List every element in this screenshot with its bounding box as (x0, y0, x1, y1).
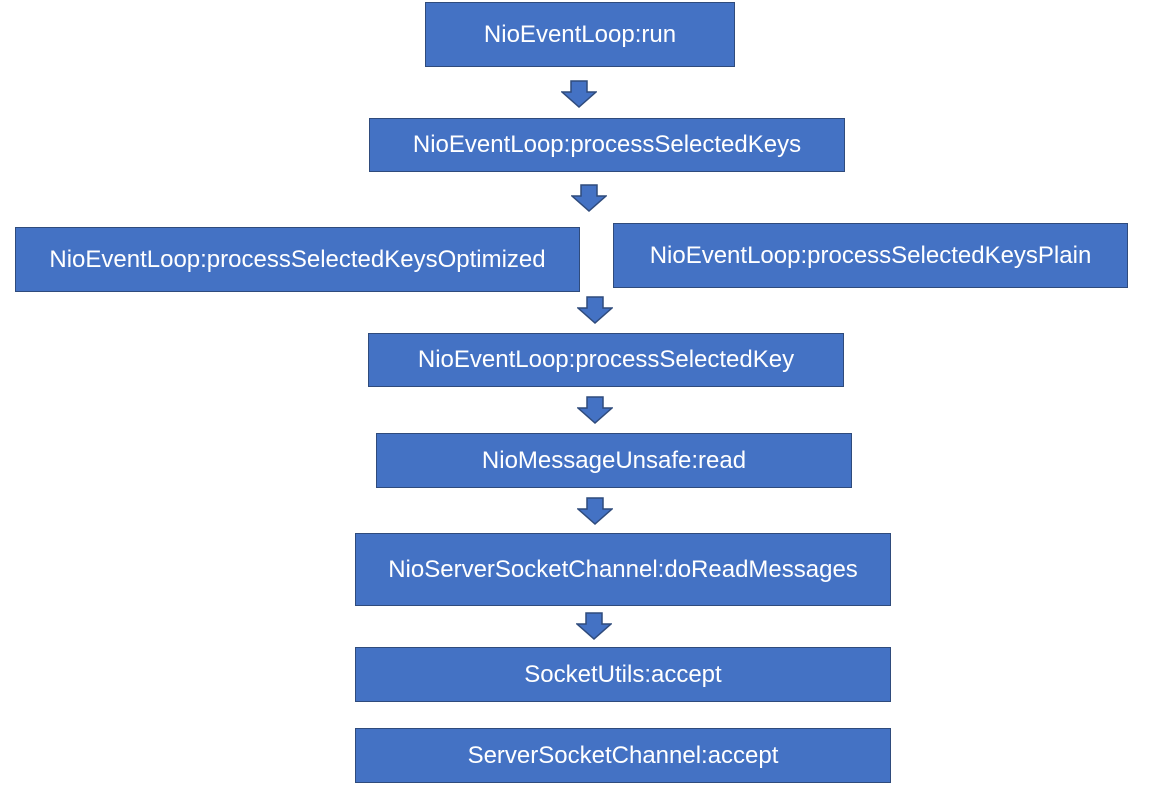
node-label: NioEventLoop:processSelectedKeys (412, 131, 802, 158)
down-arrow-icon (576, 612, 612, 640)
node-process-selected-key: NioEventLoop:processSelectedKey (368, 333, 844, 387)
node-process-selected-keys: NioEventLoop:processSelectedKeys (369, 118, 845, 172)
down-arrow-icon (577, 497, 613, 525)
node-socket-utils-accept: SocketUtils:accept (355, 647, 891, 702)
down-arrow-icon (577, 396, 613, 424)
node-label: NioEventLoop:run (483, 20, 677, 48)
node-process-selected-keys-optimized: NioEventLoop:processSelectedKeysOptimize… (15, 227, 580, 292)
node-label: NioEventLoop:processSelectedKey (417, 346, 795, 373)
node-label: ServerSocketChannel:accept (467, 741, 779, 769)
node-label: NioEventLoop:processSelectedKeysPlain (649, 241, 1092, 269)
node-nio-message-unsafe-read: NioMessageUnsafe:read (376, 433, 852, 488)
node-label: SocketUtils:accept (524, 660, 722, 688)
node-label: NioServerSocketChannel:doReadMessages (388, 555, 858, 583)
node-server-socket-channel-accept: ServerSocketChannel:accept (355, 728, 891, 783)
down-arrow-icon (561, 80, 597, 108)
node-label: NioEventLoop:processSelectedKeysOptimize… (49, 245, 546, 273)
node-do-read-messages: NioServerSocketChannel:doReadMessages (355, 533, 891, 606)
node-label: NioMessageUnsafe:read (481, 446, 747, 474)
node-nioeventloop-run: NioEventLoop:run (425, 2, 735, 67)
node-process-selected-keys-plain: NioEventLoop:processSelectedKeysPlain (613, 223, 1128, 288)
down-arrow-icon (577, 296, 613, 324)
down-arrow-icon (571, 184, 607, 212)
